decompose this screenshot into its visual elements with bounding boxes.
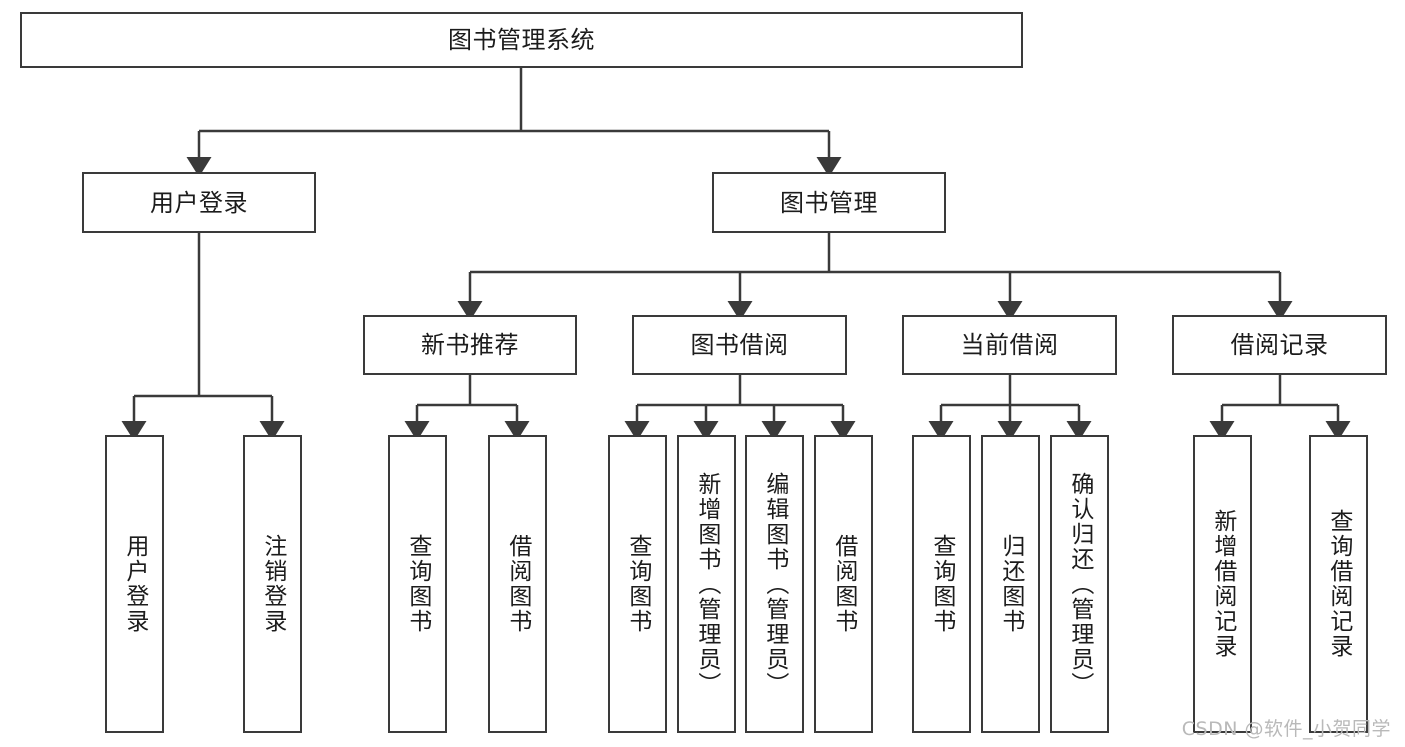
- leaf-label: 新增借阅记录: [1209, 509, 1236, 659]
- node-leaf-user-login[interactable]: 用户登录: [105, 435, 164, 733]
- leaf-label: 归还图书: [997, 534, 1024, 634]
- node-leaf-confirm-return-admin[interactable]: 确认归还（管理员）: [1050, 435, 1109, 733]
- node-leaf-add-book-admin[interactable]: 新增图书（管理员）: [677, 435, 736, 733]
- leaf-label: 查询图书: [928, 534, 955, 634]
- leaf-label: 新增图书（管理员）: [693, 471, 720, 697]
- node-new-book-recommend[interactable]: 新书推荐: [363, 315, 577, 375]
- node-leaf-add-borrow-record[interactable]: 新增借阅记录: [1193, 435, 1252, 733]
- node-leaf-borrow-book-1[interactable]: 借阅图书: [488, 435, 547, 733]
- node-leaf-query-book-1[interactable]: 查询图书: [388, 435, 447, 733]
- node-leaf-edit-book-admin[interactable]: 编辑图书（管理员）: [745, 435, 804, 733]
- leaf-label: 确认归还（管理员）: [1066, 471, 1093, 697]
- leaf-label: 注销登录: [259, 534, 286, 634]
- node-leaf-logout-login[interactable]: 注销登录: [243, 435, 302, 733]
- node-leaf-query-book-2[interactable]: 查询图书: [608, 435, 667, 733]
- node-leaf-query-book-3[interactable]: 查询图书: [912, 435, 971, 733]
- node-current-borrow[interactable]: 当前借阅: [902, 315, 1117, 375]
- leaf-label: 用户登录: [121, 534, 148, 634]
- leaf-label: 编辑图书（管理员）: [761, 471, 788, 697]
- leaf-label: 借阅图书: [504, 534, 531, 634]
- node-leaf-borrow-book-2[interactable]: 借阅图书: [814, 435, 873, 733]
- node-leaf-query-borrow-record[interactable]: 查询借阅记录: [1309, 435, 1368, 733]
- leaf-label: 借阅图书: [830, 534, 857, 634]
- leaf-label: 查询图书: [404, 534, 431, 634]
- leaf-label: 查询图书: [624, 534, 651, 634]
- leaf-label: 查询借阅记录: [1325, 509, 1352, 659]
- node-book-borrow[interactable]: 图书借阅: [632, 315, 847, 375]
- node-user-login[interactable]: 用户登录: [82, 172, 316, 233]
- node-leaf-return-book[interactable]: 归还图书: [981, 435, 1040, 733]
- node-borrow-record[interactable]: 借阅记录: [1172, 315, 1387, 375]
- node-root-system[interactable]: 图书管理系统: [20, 12, 1023, 68]
- node-book-management[interactable]: 图书管理: [712, 172, 946, 233]
